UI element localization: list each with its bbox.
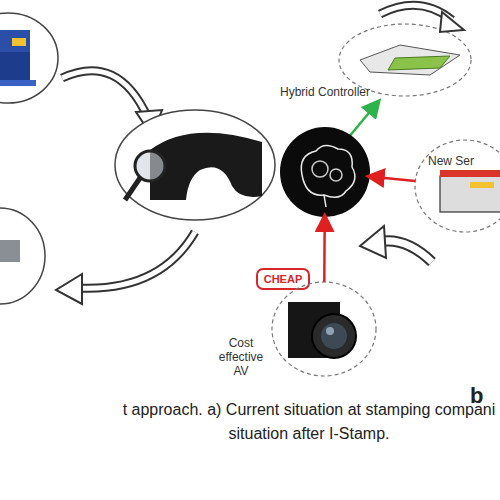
flow-arrow xyxy=(62,71,148,118)
brain-circle xyxy=(280,127,370,217)
flow-arrow xyxy=(62,71,148,118)
flow-arrow-head xyxy=(440,12,464,32)
magnifier xyxy=(135,151,165,181)
panel-label: b xyxy=(470,383,483,409)
gear-sketch xyxy=(330,169,342,181)
figure-caption: t approach. a) Current situation at stam… xyxy=(112,398,500,446)
brain-sketch xyxy=(301,145,355,197)
part-circle xyxy=(0,208,45,304)
camera xyxy=(288,302,356,358)
flow-arrow-head xyxy=(56,274,82,304)
machine-part xyxy=(0,30,30,52)
node-outline xyxy=(415,140,500,232)
brain-stem xyxy=(324,195,326,207)
machine-part xyxy=(12,38,26,46)
sensor-top xyxy=(440,170,500,177)
machine-part xyxy=(0,52,30,80)
actuator-machine xyxy=(360,45,460,75)
flow-arrow-head xyxy=(360,226,386,258)
control-arrow xyxy=(348,102,378,138)
dashed-ellipse xyxy=(272,282,376,376)
stamped-part xyxy=(0,240,20,262)
node-outline xyxy=(272,282,376,376)
node-text: Cost effective AV xyxy=(214,336,268,378)
machine-part xyxy=(0,80,36,86)
signal-arrow xyxy=(323,217,326,282)
flow-arrow xyxy=(78,232,195,288)
car-fender xyxy=(150,133,262,200)
magnifier-handle xyxy=(125,178,140,200)
node-outline xyxy=(280,127,370,217)
machine-circle xyxy=(0,13,58,103)
dashed-ellipse xyxy=(415,140,500,232)
inspection-circle xyxy=(115,110,275,220)
node-text: Hybrid Controller xyxy=(275,85,375,99)
camera-glint xyxy=(326,327,334,335)
sensor-ellipse: New Ser xyxy=(415,140,500,232)
camera-ellipse: Cost effective AV xyxy=(272,282,376,376)
controller-circle: Hybrid Controller xyxy=(280,127,370,217)
node-text: CHEAP xyxy=(256,272,310,286)
flow-arrow xyxy=(78,232,195,288)
stamp-border xyxy=(257,269,309,289)
sensor-body xyxy=(440,176,500,212)
press-machine xyxy=(0,30,36,86)
node-text: New Ser xyxy=(421,154,481,168)
sensor-device xyxy=(440,170,500,212)
camera-glass xyxy=(321,323,347,349)
camera-lens xyxy=(312,314,356,358)
signal-arrow xyxy=(370,176,415,181)
machine-body xyxy=(360,45,460,75)
gear-sketch xyxy=(312,161,328,177)
sensor-label xyxy=(470,182,494,188)
machine-part xyxy=(388,56,450,70)
